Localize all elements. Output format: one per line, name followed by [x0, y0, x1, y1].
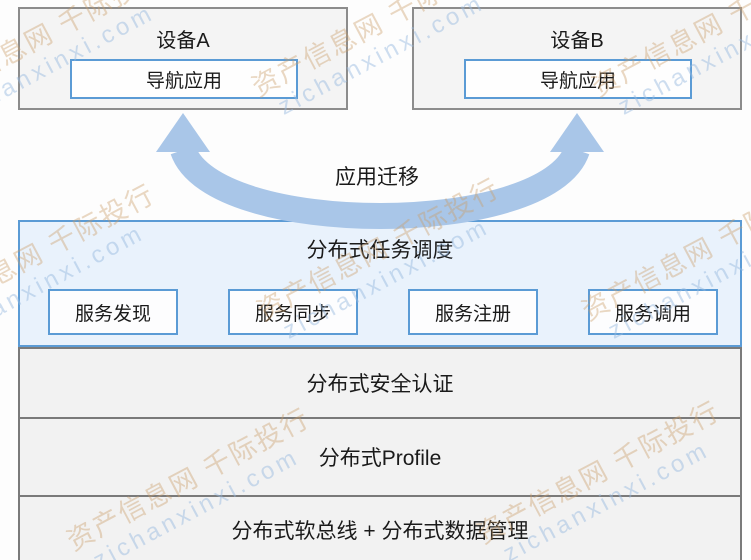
- service-label: 服务发现: [74, 303, 151, 325]
- nav-app-box-a: 导航应用: [70, 59, 298, 99]
- layer-label: 分布式Profile: [318, 447, 442, 470]
- service-label: 服务同步: [254, 303, 331, 325]
- device-b-title: 设备B: [550, 30, 604, 52]
- task-scheduling-panel: 分布式任务调度 服务发现 服务同步 服务注册 服务调用: [18, 220, 742, 347]
- layer-row-security: 分布式安全认证: [18, 347, 742, 417]
- nav-app-box-b: 导航应用: [464, 59, 692, 99]
- device-b-box: 设备B 导航应用: [412, 7, 742, 110]
- nav-app-label-a: 导航应用: [145, 70, 222, 92]
- layer-label: 分布式安全认证: [306, 373, 454, 396]
- service-box-register: 服务注册: [408, 289, 538, 335]
- service-row: 服务发现 服务同步 服务注册 服务调用: [48, 289, 718, 335]
- arrowhead-left-icon: [156, 113, 210, 152]
- layer-row-softbus-data: 分布式软总线 + 分布式数据管理: [18, 495, 742, 560]
- service-label: 服务调用: [614, 303, 691, 325]
- layer-row-profile: 分布式Profile: [18, 417, 742, 495]
- nav-app-label-b: 导航应用: [539, 70, 616, 92]
- arrowhead-right-icon: [550, 113, 604, 152]
- device-a-title: 设备A: [156, 30, 210, 52]
- layer-label: 分布式软总线 + 分布式数据管理: [231, 520, 529, 543]
- service-box-sync: 服务同步: [228, 289, 358, 335]
- service-box-invoke: 服务调用: [588, 289, 718, 335]
- migration-label: 应用迁移: [335, 166, 419, 189]
- service-label: 服务注册: [434, 303, 511, 325]
- service-box-discovery: 服务发现: [48, 289, 178, 335]
- device-a-box: 设备A 导航应用: [18, 7, 348, 110]
- task-scheduling-title: 分布式任务调度: [306, 239, 454, 262]
